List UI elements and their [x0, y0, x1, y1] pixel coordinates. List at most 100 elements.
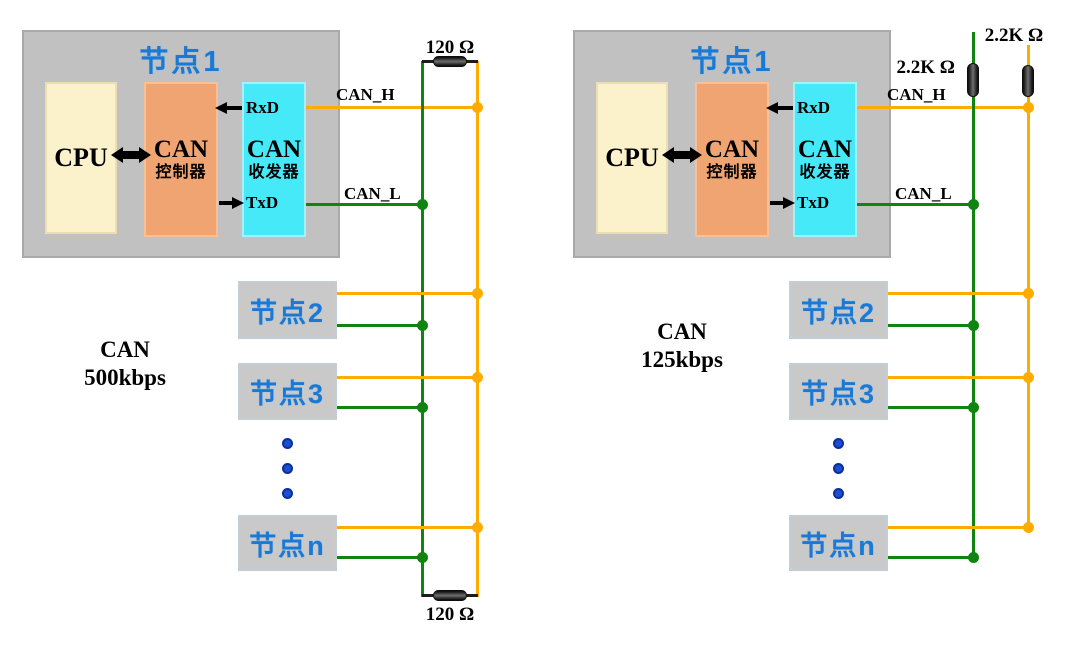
- cpu-label: CPU: [605, 143, 659, 172]
- caption-line1: CAN: [657, 319, 707, 344]
- rxd-pin-label: RxD: [797, 98, 831, 117]
- ellipsis-dot: [833, 488, 844, 499]
- can-l-wire: [857, 203, 975, 206]
- noden-can-l-tap: [888, 556, 975, 559]
- node3-box: 节点3: [238, 363, 337, 420]
- can-transceiver-title: CAN: [246, 136, 302, 163]
- can-controller-box: CAN 控制器: [144, 82, 218, 237]
- junction-dot: [1023, 522, 1034, 533]
- junction-dot: [472, 372, 483, 383]
- node3-label: 节点3: [800, 379, 877, 409]
- can-transceiver-box: CAN 收发器: [242, 82, 306, 237]
- can-h-pull-resistor: [1022, 65, 1034, 97]
- node1-title: 节点1: [139, 46, 223, 78]
- can-h-wire: [306, 106, 479, 109]
- node3-can-h-tap: [337, 376, 479, 379]
- txd-arrow-shaft: [219, 201, 233, 205]
- node1-title: 节点1: [690, 46, 774, 78]
- caption-line1: CAN: [100, 337, 150, 362]
- ellipsis-dot: [833, 438, 844, 449]
- rxd-arrow-shaft: [777, 106, 793, 110]
- caption-line2: 500kbps: [84, 365, 166, 390]
- noden-can-h-tap: [888, 526, 1030, 529]
- can-h-label: CAN_H: [887, 85, 946, 104]
- cpu-box: CPU: [596, 82, 668, 234]
- node2-box: 节点2: [238, 281, 337, 339]
- cpu-label: CPU: [54, 143, 108, 172]
- junction-dot: [417, 320, 428, 331]
- rxd-arrow-icon: [215, 102, 227, 114]
- ellipsis-dot: [833, 463, 844, 474]
- can-h-bus: [476, 61, 479, 597]
- node2-can-l-tap: [888, 324, 975, 327]
- node2-can-l-tap: [337, 324, 424, 327]
- can-transceiver-box: CAN 收发器: [793, 82, 857, 237]
- node3-box: 节点3: [789, 363, 888, 420]
- cpu-bus-arrow-icon: [662, 147, 674, 163]
- rxd-arrow-icon: [766, 102, 778, 114]
- txd-arrow-shaft: [770, 201, 784, 205]
- can-h-label: CAN_H: [336, 85, 395, 104]
- txd-pin-label: TxD: [246, 193, 279, 212]
- can-h-bus: [1027, 45, 1030, 528]
- can-controller-subtitle: 控制器: [155, 164, 207, 181]
- diagram-can-500kbps: 节点1 CPU CAN 控制器 CAN 收发器 RxD TxD CAN_H CA…: [0, 0, 529, 651]
- can-l-wire: [306, 203, 424, 206]
- node3-can-h-tap: [888, 376, 1030, 379]
- junction-dot: [1023, 372, 1034, 383]
- noden-box: 节点n: [238, 515, 337, 571]
- can-transceiver-subtitle: 收发器: [248, 164, 300, 181]
- node3-can-l-tap: [337, 406, 424, 409]
- can-l-bus: [972, 32, 975, 558]
- node2-label: 节点2: [800, 297, 877, 328]
- node2-can-h-tap: [888, 292, 1030, 295]
- ellipsis-dot: [282, 438, 293, 449]
- node3-label: 节点3: [249, 379, 326, 409]
- txd-arrow-icon: [232, 197, 244, 209]
- can-l-pull-resistor-label: 2.2K Ω: [896, 57, 956, 78]
- junction-dot: [968, 552, 979, 563]
- cpu-bus-arrow-shaft: [122, 151, 140, 159]
- junction-dot: [417, 402, 428, 413]
- caption-line2: 125kbps: [641, 347, 723, 372]
- rxd-pin-label: RxD: [246, 98, 280, 117]
- junction-dot: [1023, 288, 1034, 299]
- terminator-top-resistor: [433, 56, 467, 67]
- node2-box: 节点2: [789, 281, 888, 339]
- junction-dot: [1023, 102, 1034, 113]
- junction-dot: [472, 288, 483, 299]
- txd-arrow-icon: [783, 197, 795, 209]
- can-transceiver-title: CAN: [797, 136, 853, 163]
- ellipsis-dot: [282, 488, 293, 499]
- node2-label: 节点2: [249, 297, 326, 328]
- ellipsis-dot: [282, 463, 293, 474]
- junction-dot: [472, 522, 483, 533]
- noden-label: 节点n: [800, 530, 877, 561]
- terminator-top-label: 120 Ω: [425, 37, 475, 58]
- can-h-wire: [857, 106, 1030, 109]
- terminator-bottom-resistor: [433, 590, 467, 601]
- diagram-can-125kbps: 节点1 CPU CAN 控制器 CAN 收发器 RxD TxD CAN_H CA…: [551, 0, 1080, 651]
- can-h-pull-resistor-label: 2.2K Ω: [984, 25, 1044, 46]
- can-l-label: CAN_L: [895, 184, 952, 203]
- can-l-pull-resistor: [967, 63, 979, 97]
- can-transceiver-subtitle: 收发器: [799, 164, 851, 181]
- cpu-bus-arrow-icon: [111, 147, 123, 163]
- can-l-label: CAN_L: [344, 184, 401, 203]
- junction-dot: [472, 102, 483, 113]
- terminator-bottom-label: 120 Ω: [425, 604, 475, 625]
- cpu-box: CPU: [45, 82, 117, 234]
- can-controller-subtitle: 控制器: [706, 164, 758, 181]
- junction-dot: [968, 320, 979, 331]
- cpu-bus-arrow-shaft: [673, 151, 691, 159]
- noden-label: 节点n: [249, 530, 326, 561]
- rxd-arrow-shaft: [226, 106, 242, 110]
- node3-can-l-tap: [888, 406, 975, 409]
- txd-pin-label: TxD: [797, 193, 830, 212]
- node2-can-h-tap: [337, 292, 479, 295]
- caption-can-125kbps: CAN 125kbps: [617, 318, 747, 374]
- can-controller-title: CAN: [153, 136, 209, 163]
- cpu-bus-arrow-icon: [139, 147, 151, 163]
- noden-can-h-tap: [337, 526, 479, 529]
